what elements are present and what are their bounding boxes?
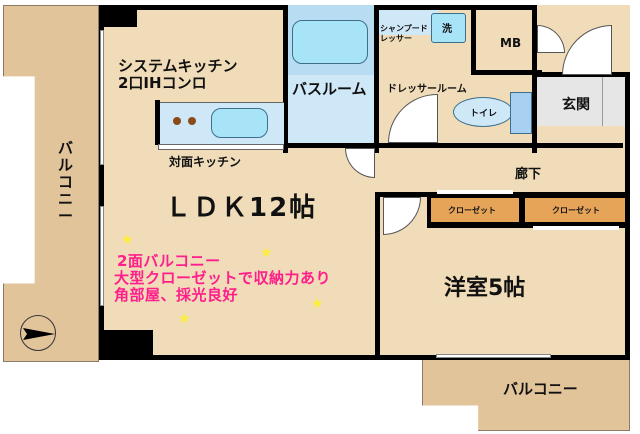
toilet-tank xyxy=(510,92,532,134)
window-south xyxy=(436,354,551,358)
shampoo-dresser-label: シャンプードレッサー xyxy=(380,24,428,43)
wall xyxy=(283,5,288,153)
window-west-2 xyxy=(100,206,104,306)
balcony-west xyxy=(3,5,99,362)
feature-line-3: 角部屋、採光良好 xyxy=(114,286,239,304)
wall xyxy=(99,5,137,27)
toilet xyxy=(453,97,513,127)
dresser-room-label: ドレッサールーム xyxy=(387,84,467,95)
wall xyxy=(471,5,476,75)
closet-2-doors[interactable] xyxy=(533,226,619,230)
closet-2-label: クローゼット xyxy=(552,206,600,215)
closet-1 xyxy=(431,198,519,222)
toilet-label: トイレ xyxy=(470,109,498,119)
shampoo-dresser xyxy=(379,10,439,35)
star-icon: ★ xyxy=(260,245,273,261)
wall xyxy=(99,5,283,10)
ldk-label: ＬＤＫ12帖 xyxy=(165,193,318,223)
divider xyxy=(602,77,603,126)
bathtub xyxy=(292,20,368,64)
washer xyxy=(431,13,466,43)
closet-1-label: クローゼット xyxy=(448,206,496,215)
closet-1-doors[interactable] xyxy=(437,190,513,194)
ih-burner-icon xyxy=(173,117,181,125)
wall xyxy=(283,5,537,10)
western-room-label: 洋室5帖 xyxy=(444,276,526,301)
star-icon: ★ xyxy=(121,232,134,248)
star-icon: ★ xyxy=(178,311,191,327)
entrance-label: 玄関 xyxy=(562,97,590,113)
balcony-west-label: バルコニー xyxy=(58,139,74,225)
wall xyxy=(625,72,630,360)
ih-burner-icon xyxy=(188,117,196,125)
wall xyxy=(374,5,379,153)
entrance xyxy=(537,77,625,126)
counter-edge xyxy=(158,144,284,150)
bathroom-label: バスルーム xyxy=(292,80,367,98)
wall xyxy=(532,5,537,153)
wall xyxy=(471,70,542,75)
feature-line-1: 2面バルコニー xyxy=(117,252,221,270)
mb-label: MB xyxy=(500,36,522,50)
north-arrow-icon xyxy=(20,315,56,351)
wall xyxy=(155,100,160,145)
kitchen-label-1: システムキッチン xyxy=(118,57,238,75)
washer-label: 洗 xyxy=(442,24,452,35)
hallway-label: 廊下 xyxy=(515,167,542,182)
closet-2 xyxy=(525,198,625,222)
star-icon: ★ xyxy=(311,296,324,312)
kitchen-counter-label: 対面キッチン xyxy=(169,155,242,169)
wall xyxy=(375,192,380,360)
wall xyxy=(283,143,623,148)
wall xyxy=(99,5,104,360)
kitchen-label-2: 2口IHコンロ xyxy=(118,74,207,92)
kitchen-sink xyxy=(211,108,268,138)
wall xyxy=(99,355,629,360)
balcony-south-label: バルコニー xyxy=(503,380,578,398)
feature-line-2: 大型クローゼットで収納力あり xyxy=(114,269,332,287)
window-west-1 xyxy=(100,30,104,165)
